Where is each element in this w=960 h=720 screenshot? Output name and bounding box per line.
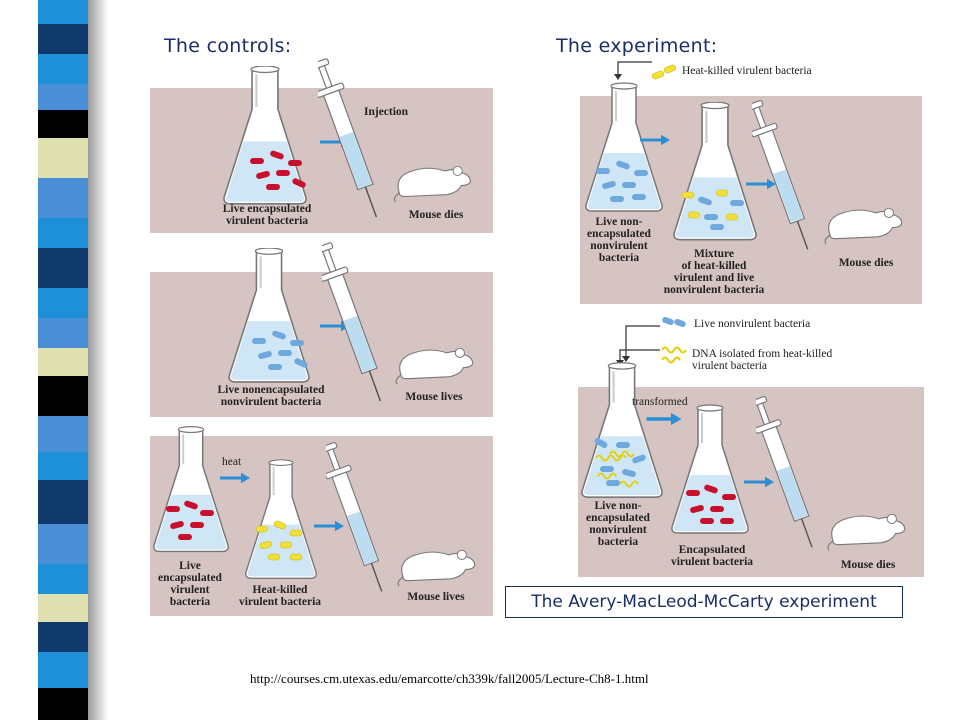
outcome-label: Mouse lives <box>407 591 465 603</box>
mouse <box>395 347 474 385</box>
pointer-arrow <box>614 61 652 80</box>
transformed-label: transformed <box>632 396 688 408</box>
red-bacteria <box>250 150 306 190</box>
mouse <box>827 513 906 551</box>
blue-bacteria <box>252 330 308 370</box>
syringe <box>322 239 382 407</box>
syringe <box>756 393 814 553</box>
yellow-bacteria <box>255 520 303 561</box>
arrow <box>640 134 670 146</box>
red-bacteria <box>166 500 214 540</box>
control-panel-2 <box>150 272 493 417</box>
legend-live-nonvirulent: Live nonvirulent bacteria <box>694 318 811 330</box>
syringe <box>326 439 384 597</box>
outcome-label: Mouse lives <box>405 391 463 403</box>
syringe <box>318 55 378 223</box>
outcome-label: Mouse dies <box>838 257 894 269</box>
mixed-bacteria <box>681 189 744 230</box>
heat-label: heat <box>222 456 242 468</box>
mouse <box>393 165 471 203</box>
bacteria-with-dna <box>594 438 646 488</box>
dna-strand-icon <box>661 346 687 364</box>
experiment-title: The Avery-MacLeod-McCarty experiment <box>505 586 903 618</box>
syringe <box>752 97 810 255</box>
mouse <box>397 549 476 587</box>
outcome-label: Mouse dies <box>408 209 464 221</box>
injection-label: Injection <box>364 106 409 118</box>
outcome-label: Mouse dies <box>840 559 896 571</box>
mouse <box>824 207 903 245</box>
source-url: http://courses.cm.utexas.edu/emarcotte/c… <box>250 671 649 686</box>
pointer-arrows <box>616 325 660 366</box>
blue-bacteria <box>596 160 648 202</box>
decorative-stripe-bar <box>0 0 108 720</box>
controls-heading: The controls: <box>164 35 292 57</box>
experiment-heading: The experiment: <box>556 35 718 57</box>
control-panel-1 <box>150 88 493 233</box>
red-bacteria <box>686 484 736 524</box>
blue-bacteria-icon <box>662 316 686 328</box>
yellow-bacteria <box>651 64 677 80</box>
input-label: Heat-killed virulent bacteria <box>682 65 812 77</box>
